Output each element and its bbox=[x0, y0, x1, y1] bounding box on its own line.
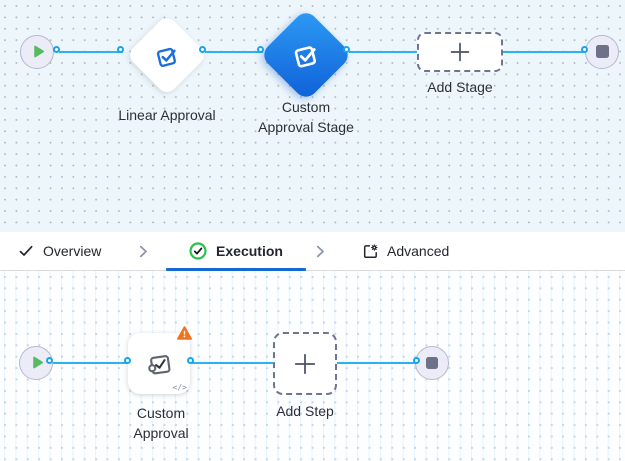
edge bbox=[59, 50, 123, 53]
add-stage-label: Add Stage bbox=[427, 79, 493, 95]
stop-icon bbox=[595, 45, 609, 58]
chevron-right-icon bbox=[316, 232, 325, 270]
stage-node-linear-approval[interactable] bbox=[125, 13, 209, 97]
port[interactable] bbox=[343, 45, 350, 53]
tab-overview[interactable]: Overview bbox=[18, 232, 101, 270]
check-circle-icon bbox=[189, 242, 207, 260]
tab-advanced[interactable]: Advanced bbox=[362, 232, 449, 270]
edge bbox=[349, 50, 417, 53]
stage-label-custom-approval-stage: Custom Approval Stage bbox=[258, 99, 354, 135]
stage-node-custom-approval-stage[interactable] bbox=[259, 8, 353, 102]
warning-triangle-icon bbox=[177, 326, 192, 340]
port[interactable] bbox=[117, 45, 124, 53]
port[interactable] bbox=[124, 356, 131, 364]
check-icon bbox=[18, 243, 34, 259]
port[interactable] bbox=[413, 356, 420, 364]
start-node[interactable] bbox=[20, 34, 54, 69]
tab-label: Execution bbox=[216, 243, 283, 259]
end-node[interactable] bbox=[585, 34, 619, 69]
add-step-button[interactable] bbox=[273, 332, 337, 395]
edge bbox=[192, 361, 273, 364]
step-label-custom-approval: Custom Approval bbox=[133, 405, 189, 441]
tab-label: Advanced bbox=[387, 243, 450, 259]
port[interactable] bbox=[53, 45, 60, 53]
stage-label-linear-approval: Linear Approval bbox=[118, 107, 216, 123]
stage-tabbar: Overview Execution bbox=[0, 232, 625, 271]
edge bbox=[52, 361, 130, 364]
port[interactable] bbox=[46, 356, 53, 364]
step-node-custom-approval[interactable]: </> bbox=[128, 326, 192, 394]
tab-execution[interactable]: Execution bbox=[166, 232, 306, 271]
play-icon bbox=[32, 356, 44, 369]
port[interactable] bbox=[581, 45, 588, 53]
edge bbox=[205, 50, 263, 53]
add-step-label: Add Step bbox=[276, 403, 334, 419]
panel-gear-icon bbox=[362, 243, 379, 260]
add-stage-button[interactable] bbox=[417, 32, 503, 72]
code-icon: </> bbox=[172, 383, 187, 392]
port[interactable] bbox=[257, 45, 264, 53]
chevron-right-icon bbox=[139, 232, 148, 270]
stop-icon bbox=[426, 356, 438, 369]
edge bbox=[337, 361, 419, 364]
port[interactable] bbox=[186, 356, 194, 364]
plus-icon bbox=[449, 41, 471, 63]
steps-canvas[interactable]: </> Custom Approval Add Step bbox=[0, 271, 625, 461]
stages-canvas[interactable]: Linear Approval Custom Approval Stage Ad… bbox=[0, 0, 625, 232]
approval-check-icon bbox=[291, 40, 321, 70]
plus-icon bbox=[293, 352, 317, 376]
puzzle-check-icon bbox=[142, 347, 176, 381]
port[interactable] bbox=[199, 45, 206, 53]
tab-label: Overview bbox=[43, 243, 102, 259]
end-node[interactable] bbox=[415, 345, 449, 380]
approval-check-icon bbox=[154, 42, 181, 69]
edge bbox=[503, 50, 587, 53]
play-icon bbox=[33, 45, 45, 58]
